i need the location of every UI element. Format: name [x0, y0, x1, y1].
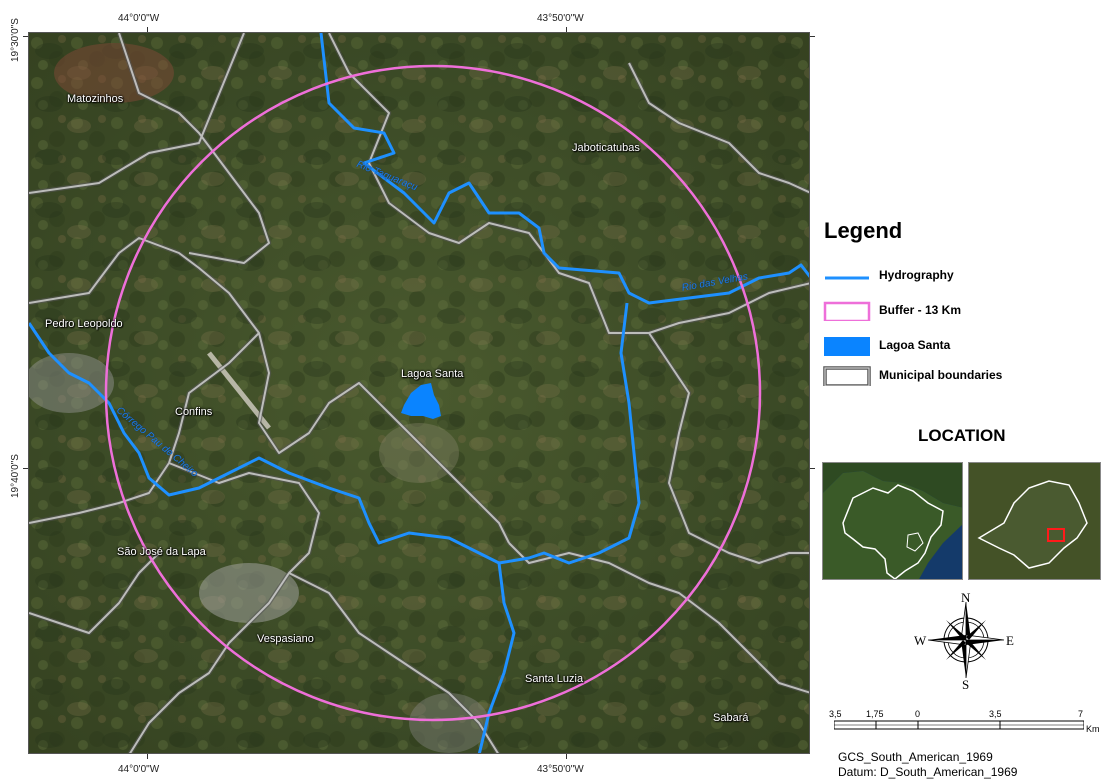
scale-label: 1,75: [866, 709, 884, 719]
tick-mark: [23, 36, 28, 37]
river-corrego: [29, 302, 641, 565]
urban-area: [199, 563, 299, 623]
tick-mark: [566, 27, 567, 32]
city-label-jaboticatubas: Jaboticatubas: [572, 142, 640, 154]
scale-unit: Km: [1086, 724, 1100, 734]
inset-map-brazil: [822, 462, 963, 580]
urban-area: [29, 353, 114, 413]
city-label-lagoa-santa: Lagoa Santa: [401, 368, 464, 380]
compass-s: S: [962, 677, 970, 692]
map-canvas: [29, 33, 809, 753]
city-label-pedro-leopoldo: Pedro Leopoldo: [45, 318, 123, 330]
urban-area: [379, 423, 459, 483]
tick-mark: [23, 468, 28, 469]
lat-label-middle: 19°40'0"S: [10, 454, 21, 498]
city-label-confins: Confins: [175, 406, 213, 418]
lon-label-top-left: 44°0'0"W: [118, 13, 160, 24]
legend-title: Legend: [824, 218, 903, 243]
city-label-sabara: Sabará: [713, 712, 749, 724]
compass-rose-icon: [927, 601, 1005, 679]
scale-label: 3,5: [989, 709, 1002, 719]
bare-soil-area: [54, 43, 174, 103]
lon-label-top-right: 43°50'0"W: [537, 13, 584, 24]
lon-label-bottom-right: 43°50'0"W: [537, 764, 584, 775]
study-area-highlight: [1047, 528, 1065, 542]
city-label-vespasiano: Vespasiano: [257, 633, 314, 645]
tick-mark: [810, 468, 815, 469]
buffer-circle: [104, 64, 762, 722]
lat-label-top: 19°30'0"S: [10, 18, 21, 62]
inset-map-minas-gerais: [968, 462, 1101, 580]
filled-rect-symbol-icon: [824, 337, 870, 356]
legend-label: Hydrography: [879, 268, 954, 282]
outline-rect-symbol-icon: [823, 301, 871, 321]
scale-label: 3,5: [829, 709, 842, 719]
location-title: LOCATION: [918, 426, 1006, 445]
tick-mark: [566, 754, 567, 759]
legend-label: Lagoa Santa: [879, 338, 951, 352]
legend-item-buffer: Buffer - 13 Km: [823, 299, 1083, 323]
legend-item-lagoa-santa: Lagoa Santa: [823, 334, 1083, 358]
legend-item-municipal-boundaries: Municipal boundaries: [823, 364, 1083, 388]
scale-label: 0: [915, 709, 921, 719]
legend-item-hydrography: Hydrography: [823, 264, 1083, 288]
river-south: [477, 562, 516, 753]
brazil-outline-map: [823, 463, 962, 579]
compass-n: N: [961, 590, 971, 605]
hydrography: [29, 33, 809, 753]
tick-mark: [147, 754, 148, 759]
tick-mark: [810, 36, 815, 37]
scale-label: 7: [1078, 709, 1084, 719]
compass-w: W: [914, 633, 927, 648]
legend-label: Buffer - 13 Km: [879, 303, 962, 317]
datum-label: Datum: D_South_American_1969: [838, 765, 1018, 779]
lon-label-bottom-left: 44°0'0"W: [118, 764, 160, 775]
scale-bar: [834, 720, 1084, 730]
tick-mark: [147, 27, 148, 32]
city-label-santa-luzia: Santa Luzia: [525, 673, 584, 685]
lagoa-santa-lake: [401, 383, 441, 419]
gcs-label: GCS_South_American_1969: [838, 750, 993, 764]
double-outline-rect-symbol-icon: [823, 366, 871, 386]
compass-e: E: [1006, 633, 1014, 648]
satellite-map[interactable]: Matozinhos Jaboticatubas Pedro Leopoldo …: [28, 32, 810, 754]
compass-rose: N S W E: [914, 590, 1016, 692]
city-label-sao-jose-da-lapa: São José da Lapa: [117, 546, 206, 558]
legend-label: Municipal boundaries: [879, 368, 1003, 382]
city-label-matozinhos: Matozinhos: [67, 93, 124, 105]
minas-gerais-outline-map: [969, 463, 1100, 579]
line-symbol-icon: [825, 276, 869, 280]
river-velhas: [319, 33, 809, 305]
urban-area: [409, 693, 489, 753]
